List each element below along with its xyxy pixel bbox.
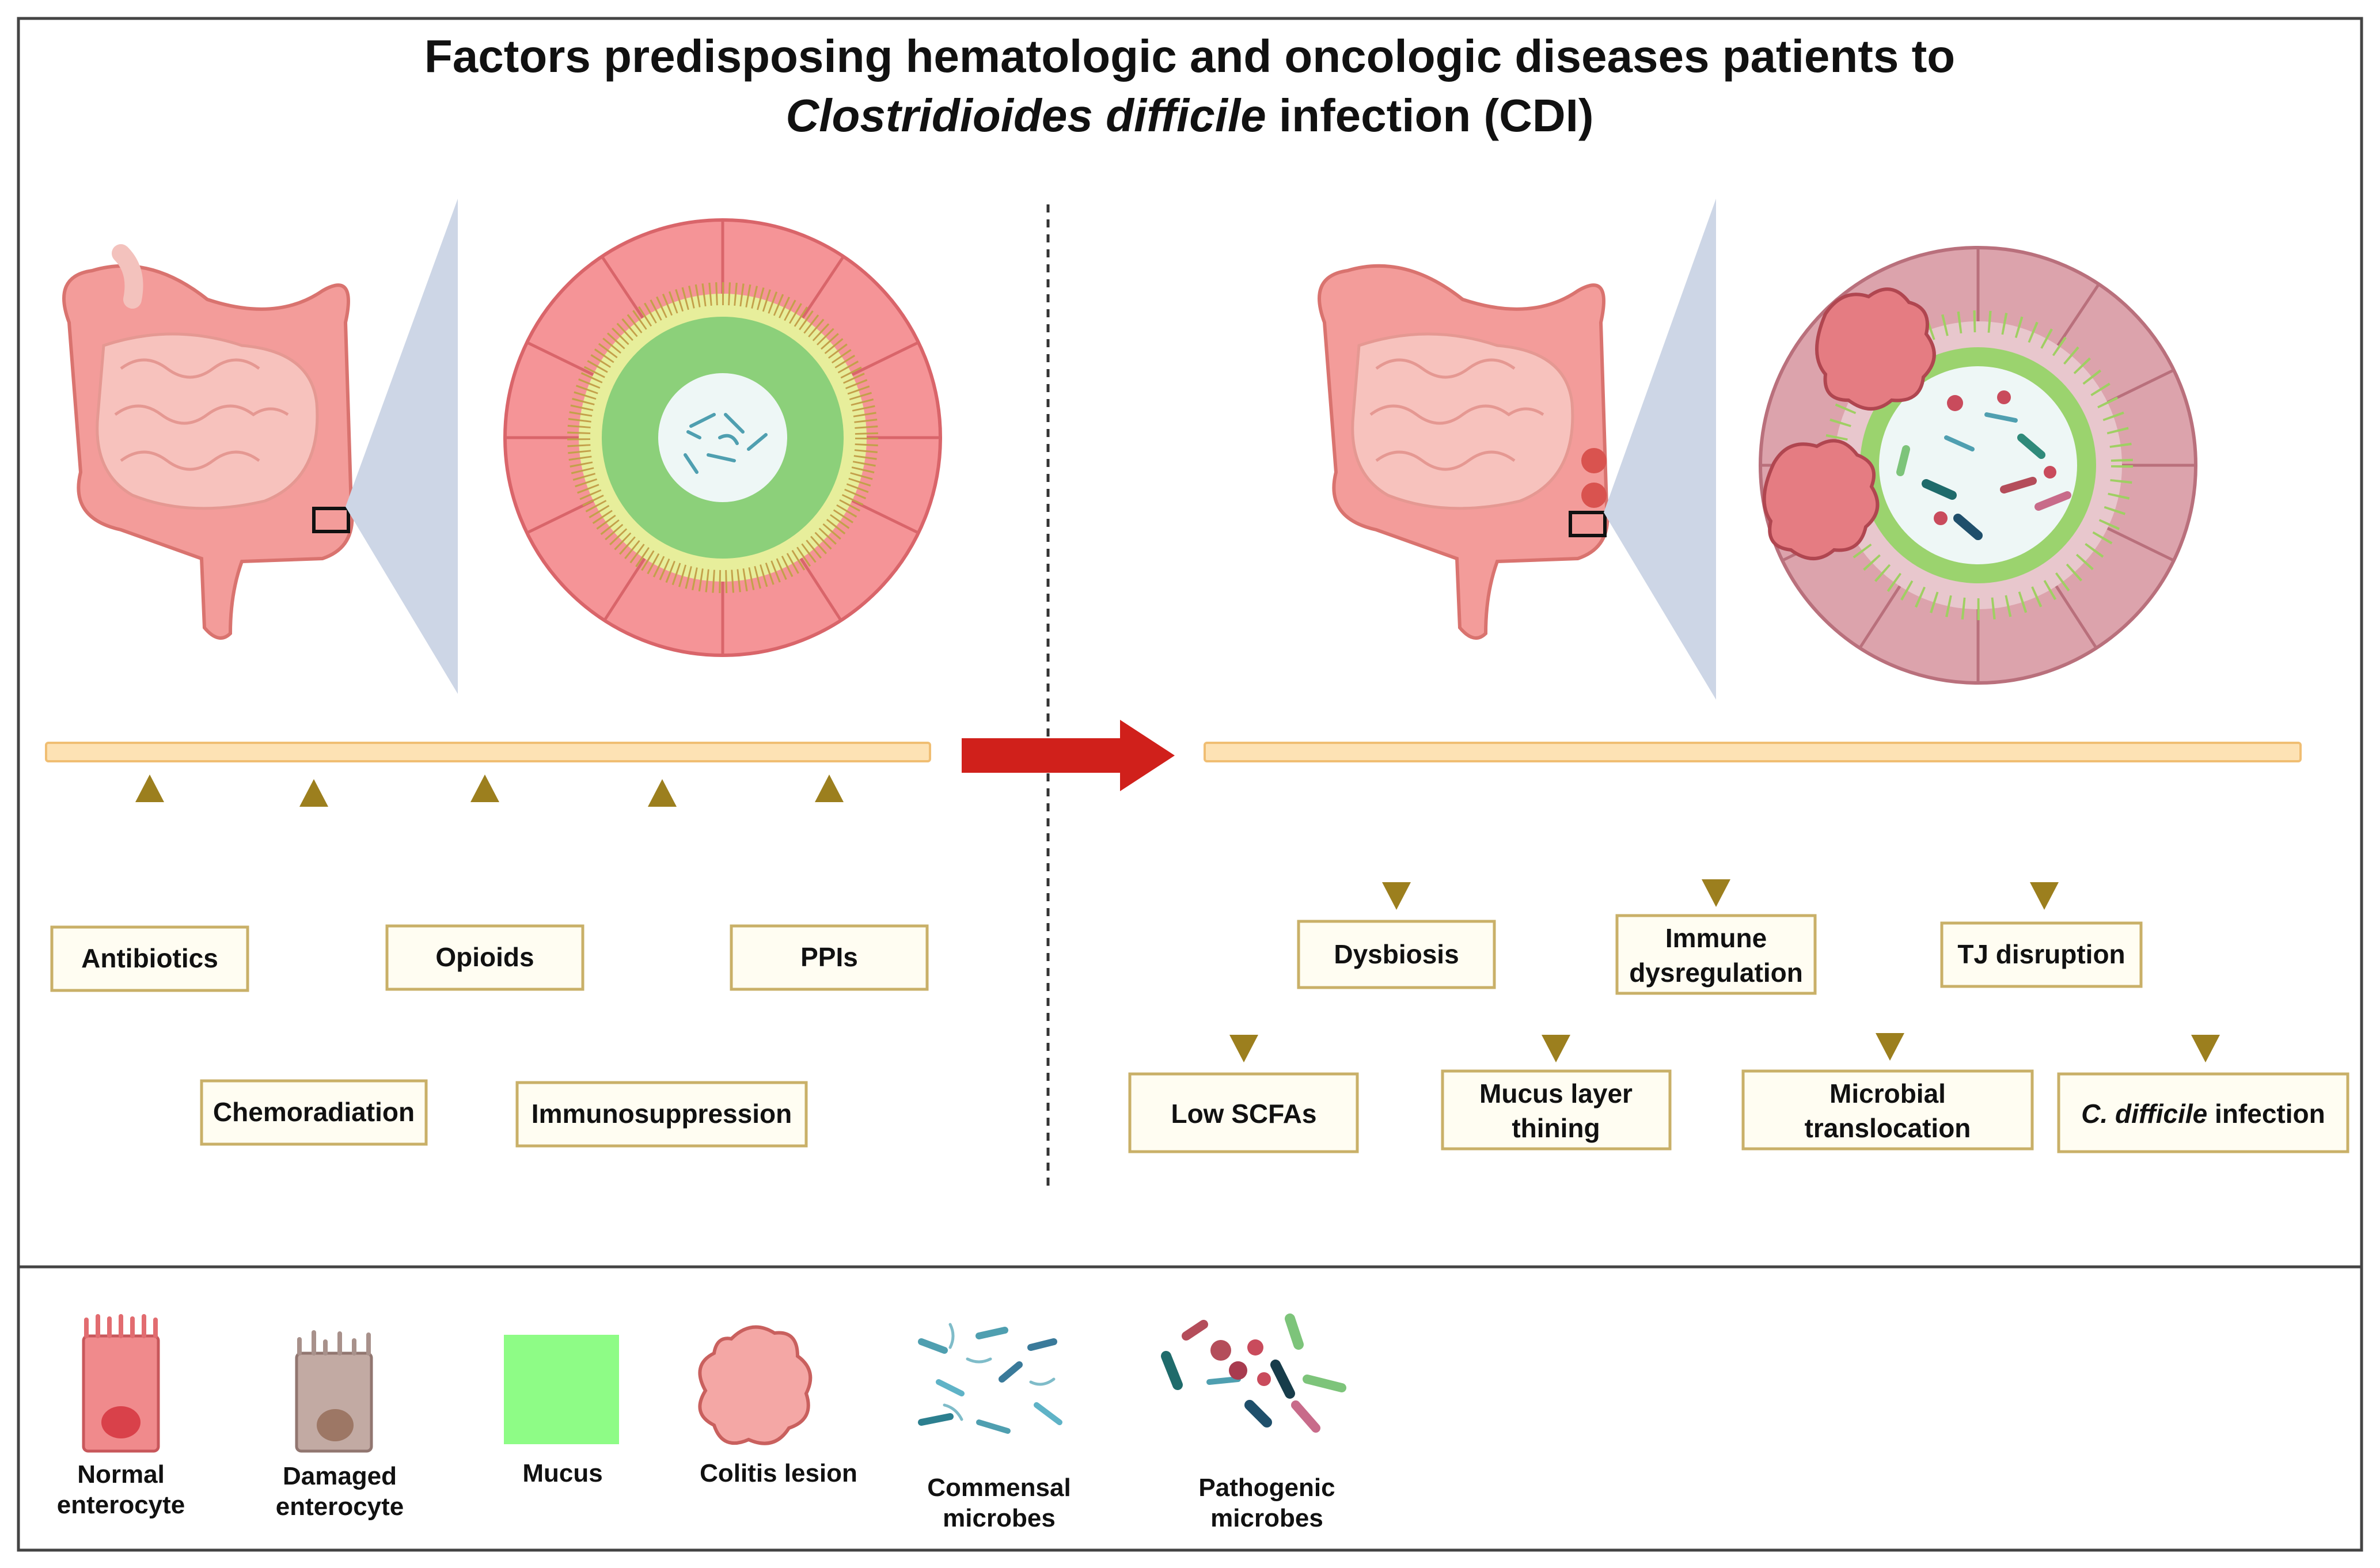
legend-normal-line2: enterocyte: [57, 1491, 185, 1519]
consequence-mucus-thinning-line2: thining: [1512, 1113, 1600, 1143]
figure-title-line2: Clostridioides difficile infection (CDI): [785, 90, 1593, 141]
cause-opioids: Opioids: [435, 942, 534, 972]
cause-antibiotics: Antibiotics: [81, 943, 218, 973]
cause-box-antibiotics: [50, 925, 249, 992]
legend-colitis-lesion-icon: [698, 1325, 813, 1445]
legend-pathogenic-line2: microbes: [1210, 1504, 1323, 1532]
consequence-microbial-line2: translocation: [1805, 1113, 1971, 1143]
legend-mucus-swatch: [504, 1335, 619, 1444]
consequence-low-scfas: Low SCFAs: [1171, 1099, 1316, 1129]
consequence-box-microbial-translocation: [1741, 1069, 2034, 1151]
cause-box-opioids: [385, 924, 584, 991]
cause-box-chemoradiation: [200, 1079, 428, 1146]
consequence-cdi: C. difficile infection: [2081, 1099, 2325, 1129]
cause-box-ppis: [730, 924, 929, 991]
healthy-colon-illustration: [62, 244, 354, 640]
legend-mucus-label: Mucus: [522, 1459, 602, 1487]
arrow-head-immune-dysregulation: [1702, 879, 1730, 907]
consequences: Low SCFAs Dysbiosis Mucus layer thining …: [1128, 772, 2349, 1153]
consequence-box-immune-dysregulation: [1615, 914, 1817, 995]
zoom-region-marker: [312, 507, 350, 533]
arrow-head-immunosuppression: [648, 779, 677, 807]
outer-frame: [17, 17, 2363, 1552]
zoom-cone-damaged: [1604, 199, 1716, 700]
consequence-mucus-thinning-line1: Mucus layer: [1479, 1079, 1633, 1108]
legend-commensal-line2: microbes: [943, 1504, 1056, 1532]
consequence-box-cdi: [2057, 1072, 2349, 1153]
arrow-head-ppis: [815, 774, 844, 802]
arrow-head-mucus-thinning: [1542, 1035, 1570, 1062]
arrow-head-low-scfas: [1229, 1035, 1258, 1062]
arrow-head-chemoradiation: [299, 779, 328, 807]
zoom-region-marker-damaged: [1569, 511, 1607, 537]
consequence-box-tj-disruption: [1940, 921, 2143, 988]
causes: Antibiotics Chemoradiation Opioids Immun…: [50, 774, 929, 1148]
consequence-box-dysbiosis: [1297, 920, 1496, 989]
legend-damaged-line2: enterocyte: [276, 1493, 404, 1521]
legend-commensal-microbes-icon: [918, 1323, 1062, 1434]
legend-colitis-label: Colitis lesion: [700, 1459, 857, 1487]
consequence-dysbiosis: Dysbiosis: [1334, 939, 1459, 969]
consequence-immune-line1: Immune: [1665, 923, 1767, 953]
arrow-head-antibiotics: [135, 774, 164, 802]
consequence-microbial-line1: Microbial: [1829, 1079, 1946, 1108]
arrow-head-opioids: [470, 774, 499, 802]
figure-title-line1: Factors predisposing hematologic and onc…: [424, 31, 1955, 82]
right-outcome-bar: [1204, 742, 2302, 762]
legend-pathogenic-line1: Pathogenic: [1198, 1474, 1335, 1502]
colitis-lesion-lower: [1762, 439, 1880, 560]
cause-box-immunosuppression: [515, 1081, 808, 1148]
legend-pathogenic-microbes-icon: [1161, 1313, 1346, 1433]
cause-ppis: PPIs: [800, 942, 858, 972]
colitis-lesion-upper: [1815, 287, 1936, 411]
arrow-head-dysbiosis: [1382, 882, 1411, 910]
legend-damaged-enterocyte-icon: [295, 1330, 373, 1453]
arrow-head-tj-disruption: [2030, 882, 2059, 910]
cause-chemoradiation: Chemoradiation: [213, 1097, 415, 1127]
legend-commensal-line1: Commensal: [927, 1474, 1071, 1502]
legend: Normal enterocyte Damaged enterocyte Muc…: [57, 1313, 1346, 1532]
arrow-head-microbial-translocation: [1876, 1033, 1904, 1061]
progression-arrow: [962, 720, 1175, 791]
legend-damaged-line1: Damaged: [283, 1462, 397, 1490]
cause-immunosuppression: Immunosuppression: [532, 1099, 792, 1129]
consequence-tj-disruption: TJ disruption: [1957, 939, 2125, 969]
zoom-cone: [346, 199, 458, 694]
arrow-head-cdi: [2191, 1035, 2220, 1062]
legend-normal-enterocyte-icon: [82, 1314, 160, 1453]
consequence-box-mucus-thinning: [1441, 1069, 1672, 1151]
healthy-intestinal-cross-section: [503, 218, 942, 657]
left-factor-bar: [45, 742, 931, 762]
damaged-intestinal-cross-section: [1759, 246, 2197, 685]
consequence-immune-line2: dysregulation: [1629, 958, 1803, 988]
damaged-colon-illustration: [1318, 264, 1610, 640]
consequence-box-low-scfas: [1128, 1072, 1359, 1153]
legend-normal-line1: Normal: [77, 1460, 165, 1489]
